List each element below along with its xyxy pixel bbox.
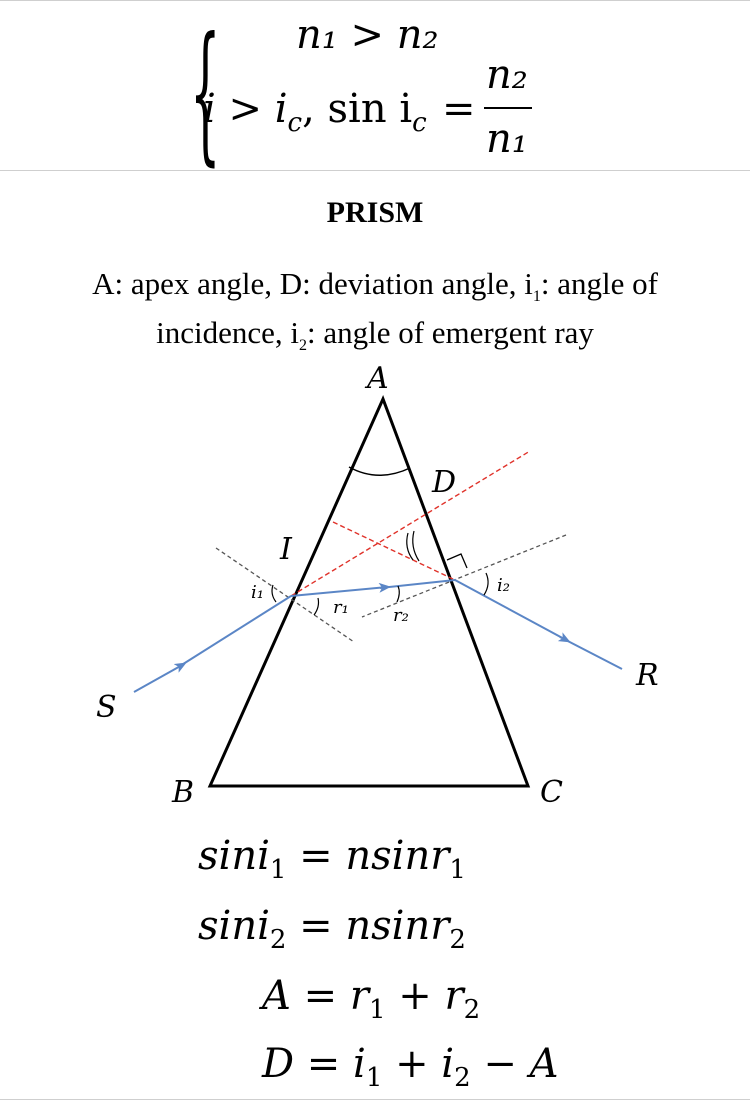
caption: A: apex angle, D: deviation angle, i1: a…	[40, 266, 710, 364]
eq3-text: A = r	[262, 973, 369, 1019]
label-C: C	[540, 775, 563, 810]
angle-r2-arc	[396, 585, 400, 603]
deviation-arc-1	[406, 532, 414, 561]
caption-sub-1: 1	[532, 288, 541, 306]
label-i2: i₂	[497, 575, 510, 596]
caption-part-3: : angle of emergent ray	[306, 315, 594, 351]
left-brace: {	[190, 6, 221, 180]
deviation-arc-2	[412, 530, 420, 562]
condition-line2-lhs: i > i	[203, 86, 288, 132]
normal-right	[361, 534, 567, 618]
prism-diagram: A B C D I S R i₁ r₁ r₂ i₂	[96, 361, 659, 810]
eq1-lhs-sub: 1	[269, 855, 287, 885]
label-R: R	[635, 658, 659, 693]
condition-line-2: i > ic, sin ic	[203, 86, 427, 138]
eq4-sub2: 2	[454, 1063, 471, 1093]
bottom-divider	[0, 1099, 750, 1100]
eq2-rhs-sub: 2	[449, 925, 466, 955]
top-divider	[0, 0, 750, 1]
label-r1: r₁	[333, 597, 349, 618]
label-B: B	[171, 775, 194, 810]
label-D: D	[431, 465, 456, 500]
emergent-ray	[559, 636, 623, 670]
eq1-rhs-sub: 1	[449, 855, 466, 885]
condition-line-1: n₁ > n₂	[296, 12, 439, 58]
apex-angle-arc	[348, 466, 411, 476]
refracted-ray-arrow	[290, 582, 391, 597]
section-divider	[0, 170, 750, 171]
label-A: A	[364, 361, 389, 396]
label-r2: r₂	[393, 605, 409, 626]
fraction-denominator: n₁	[486, 116, 528, 162]
eq3-mid: + r	[385, 973, 464, 1019]
label-I: I	[279, 532, 293, 567]
eq4-tail: − A	[470, 1041, 559, 1087]
incident-ray	[179, 595, 292, 667]
eq2-rhs: = nsinr	[286, 903, 450, 949]
eq3-sub2: 2	[463, 995, 481, 1025]
eq1-lhs: sini	[198, 833, 270, 879]
incident-extension	[290, 450, 531, 597]
eq2-lhs-sub: 2	[269, 925, 287, 955]
equals-sign: =	[442, 86, 476, 132]
eq4-mid: + i	[382, 1041, 455, 1087]
eq4-text: D = i	[262, 1041, 366, 1087]
equation-1: sini1 = nsinr1	[198, 836, 466, 890]
refracted-ray	[379, 579, 456, 589]
sub-c2: c	[412, 108, 427, 138]
fraction-bar	[484, 107, 532, 109]
angle-r1-arc	[313, 597, 320, 616]
label-i1: i₁	[251, 582, 264, 603]
equation-4: D = i1 + i2 − A	[262, 1044, 559, 1098]
caption-sub-2: 2	[298, 337, 307, 355]
angle-i2-arc	[483, 572, 489, 596]
right-angle-mark	[446, 553, 468, 569]
emergent-ray-arrow	[454, 579, 571, 643]
eq1-rhs: = nsinr	[286, 833, 450, 879]
fraction-numerator: n₂	[486, 52, 528, 98]
angle-i1-arc	[271, 584, 277, 603]
prism-triangle	[207, 395, 531, 788]
caption-part-1: A: apex angle, D: deviation angle, i	[92, 266, 533, 301]
equation-3: A = r1 + r2	[262, 976, 480, 1030]
equation-2: sini2 = nsinr2	[198, 906, 466, 960]
incident-ray-s	[133, 662, 187, 693]
sub-c: c	[287, 108, 303, 138]
condition-line2-mid: , sin i	[302, 86, 413, 132]
caption-part-2: : angle of incidence, i	[156, 266, 658, 351]
eq4-sub1: 1	[365, 1063, 383, 1093]
eq3-sub1: 1	[368, 995, 386, 1025]
label-S: S	[96, 690, 117, 725]
emergent-extension	[332, 521, 456, 581]
section-title: PRISM	[326, 196, 424, 229]
eq2-lhs: sini	[198, 903, 270, 949]
